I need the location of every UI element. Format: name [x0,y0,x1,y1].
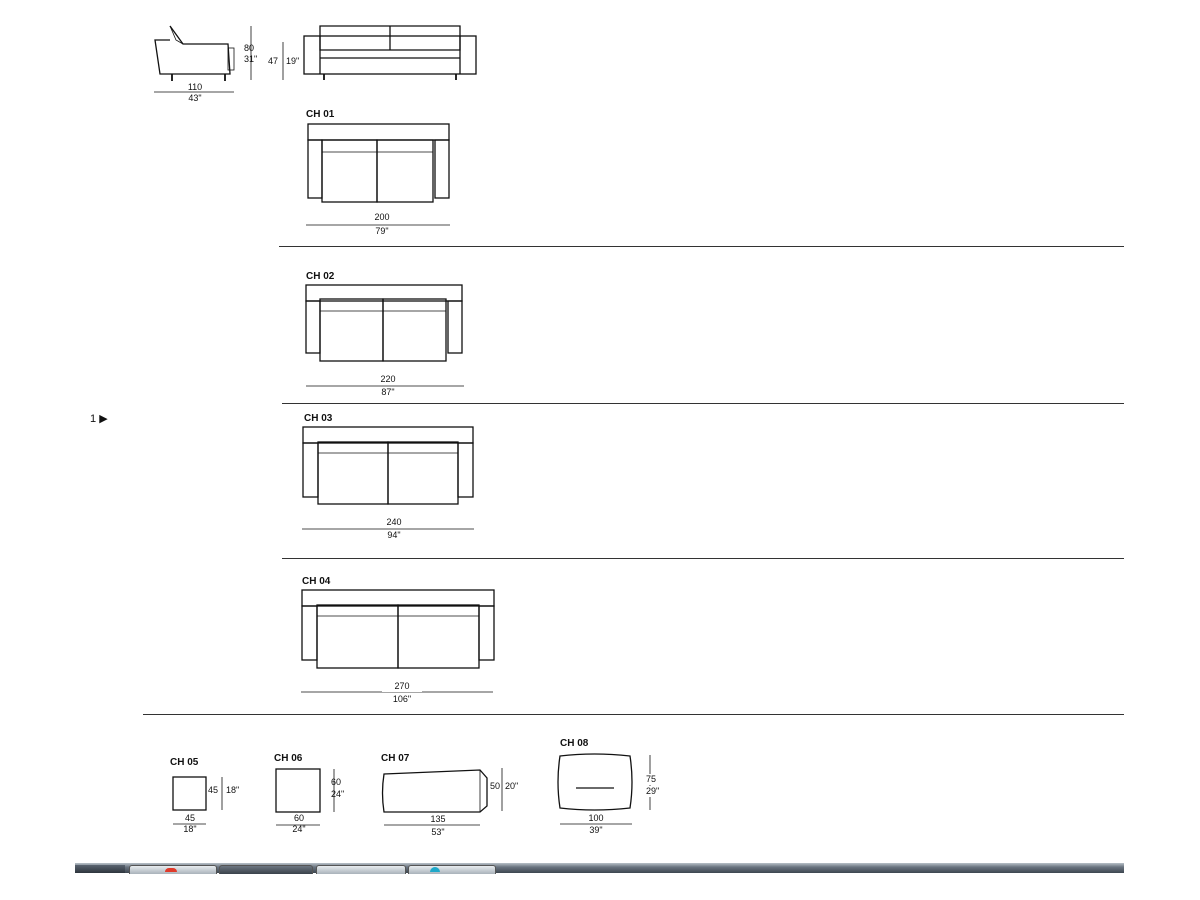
model-code-ch04: CH 04 [302,576,331,587]
depth-line-ch05 [221,777,223,810]
width-cm-ch04: 270 [382,681,422,692]
table-plan-ch08 [557,753,633,811]
depth-cm-ch06: 60 [331,777,342,787]
sofa-plan-ch04 [301,589,495,669]
width-in-ch02: 87" [381,387,395,397]
depth-in-ch07: 20" [505,781,519,791]
model-code-ch07: CH 07 [381,753,410,764]
page-number: 1 [90,413,97,425]
width-cm-ch05: 45 [184,813,195,823]
side-depth-line [154,91,234,93]
browser-icon [165,868,177,872]
width-line-ch07 [384,824,480,826]
depth-in-ch05: 18" [226,785,240,795]
divider-2 [282,403,1124,404]
depth-line-ch07 [501,768,503,811]
width-line-ch05 [173,823,206,825]
divider-1 [279,246,1124,247]
divider-3 [282,558,1124,559]
model-code-ch02: CH 02 [306,271,335,282]
side-seat-line [282,42,284,80]
depth-in-ch08: 29" [646,786,660,797]
width-cm-ch01: 200 [362,212,402,223]
width-in-ch06: 24" [292,824,306,834]
front-view-drawing [303,25,477,80]
side-height-cm: 80 [244,43,255,53]
width-line-ch02 [306,385,464,387]
width-line-ch06 [276,824,320,826]
depth-line-ch06 [333,769,335,812]
width-in-ch07: 53" [431,827,445,837]
width-cm-ch06: 60 [293,813,304,823]
model-code-ch01: CH 01 [306,109,335,120]
width-in-ch08: 39" [589,825,603,835]
taskbar-button-4[interactable] [408,865,496,874]
pouf-plan-ch05 [172,776,207,811]
taskbar-button-2[interactable] [219,865,313,874]
side-height-line [250,26,252,80]
bench-plan-ch07 [381,769,488,813]
app-icon [430,867,440,872]
side-depth-cm: 110 [187,82,203,92]
side-height-in: 31" [244,54,258,64]
width-cm-ch07: 135 [430,814,446,824]
sofa-plan-ch02 [305,284,463,362]
side-seat-in: 19" [286,56,300,66]
width-in-ch01: 79" [375,226,389,236]
depth-cm-ch05: 45 [208,785,219,795]
pouf-plan-ch06 [275,768,321,813]
width-cm-ch03: 240 [374,517,414,528]
play-arrow-icon: ▶ [99,413,108,425]
width-line-ch01 [306,224,450,226]
side-depth-in: 43" [188,93,202,103]
side-view-drawing [154,25,235,81]
width-in-ch04: 106" [392,694,412,704]
model-code-ch03: CH 03 [304,413,333,424]
width-line-ch08 [560,823,632,825]
width-line-ch04 [301,691,493,693]
model-code-ch05: CH 05 [170,757,199,768]
taskbar [75,863,1124,873]
depth-in-ch06: 24" [331,789,345,799]
width-line-ch03 [302,528,474,530]
side-seat-cm: 47 [268,56,279,66]
sofa-plan-ch03 [302,426,474,505]
width-cm-ch02: 220 [368,374,408,385]
sofa-plan-ch01 [307,123,450,203]
depth-cm-ch07: 50 [490,781,501,791]
divider-4 [143,714,1124,715]
depth-cm-ch08: 75 [646,774,657,785]
width-in-ch05: 18" [183,824,197,834]
width-in-ch03: 94" [387,530,401,540]
start-button[interactable] [75,865,125,873]
page-marker: 1 ▶ [90,412,108,425]
width-cm-ch08: 100 [588,813,604,823]
model-code-ch06: CH 06 [274,753,303,764]
taskbar-button-3[interactable] [316,865,406,874]
model-code-ch08: CH 08 [560,738,589,749]
